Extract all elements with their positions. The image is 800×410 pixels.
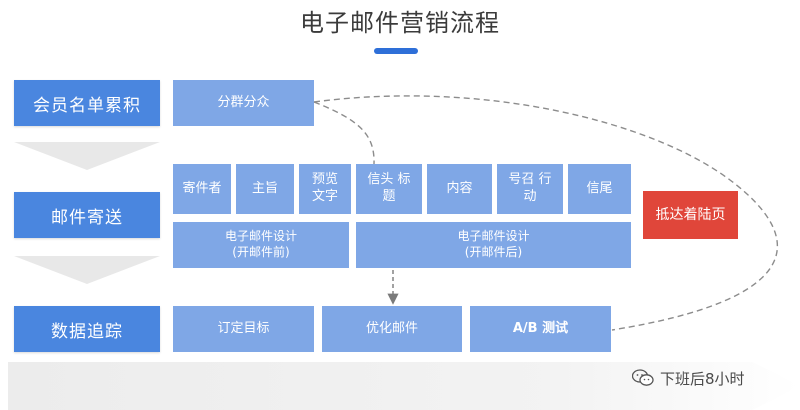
step-landing-page: 抵达着陆页 [643, 191, 738, 239]
step-sender: 寄件者 [173, 164, 231, 214]
step-subject: 主旨 [236, 164, 294, 214]
step-set-goal: 订定目标 [173, 306, 314, 352]
chevron-down-icon [14, 256, 160, 284]
stage-members: 会员名单累积 [14, 80, 160, 126]
step-header: 信头 标 题 [356, 164, 422, 214]
step-design-before-open: 电子邮件设计 (开邮件前) [173, 222, 349, 268]
dashed-branch-connector [313, 101, 375, 165]
step-footer: 信尾 [568, 164, 631, 214]
step-cta: 号召 行 动 [497, 164, 563, 214]
title-underline [374, 48, 418, 54]
stage-tracking: 数据追踪 [14, 306, 160, 352]
stage-sending: 邮件寄送 [14, 192, 160, 238]
step-ab-test: A/B 测试 [470, 306, 611, 352]
bottom-flow-arrow [8, 362, 800, 410]
wechat-icon [632, 369, 654, 386]
step-segment: 分群分众 [173, 80, 314, 126]
step-design-after-open: 电子邮件设计 (开邮件后) [356, 222, 631, 268]
watermark-text: 下班后8小时 [660, 369, 745, 388]
step-content: 内容 [427, 164, 492, 214]
step-preview: 预览 文字 [299, 164, 351, 214]
step-optimize: 优化邮件 [322, 306, 462, 352]
chevron-down-icon [14, 142, 160, 170]
diagram-title: 电子邮件营销流程 [300, 9, 500, 37]
watermark: 下班后8小时 [632, 366, 792, 390]
